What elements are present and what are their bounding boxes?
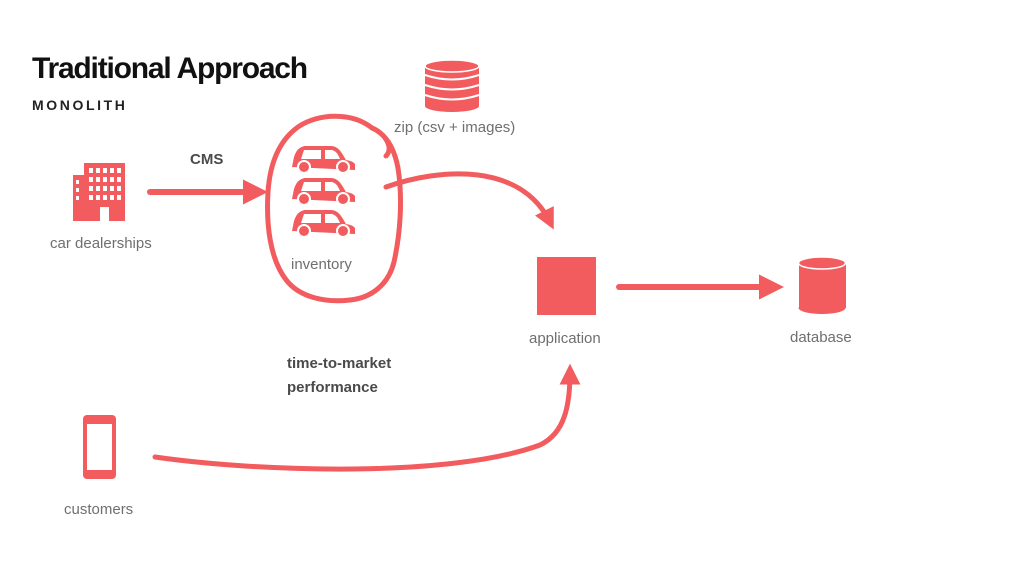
customers-to-application-arrow (152, 363, 581, 472)
smartphone-icon (83, 415, 116, 479)
cylinder-icon (797, 256, 847, 314)
customers-label: customers (64, 501, 134, 518)
stacked-disks-icon (424, 59, 480, 112)
zip-label: zip (csv + images) (394, 119, 516, 136)
database-label: database (790, 329, 852, 346)
time-to-market-label: time-to-market (287, 355, 392, 372)
car-icon (292, 146, 355, 174)
inventory-label: inventory (291, 256, 352, 273)
square-icon (537, 257, 596, 315)
building-icon (73, 163, 125, 221)
car-icon (292, 210, 355, 238)
car-dealerships-label: car dealerships (50, 235, 152, 252)
car-icon (292, 178, 355, 206)
performance-label: performance (287, 379, 378, 396)
slide-title: Traditional Approach (32, 52, 308, 85)
zip-to-application-arrow (383, 171, 554, 230)
slide-subtitle: MONOLITH (32, 97, 128, 113)
application-label: application (529, 330, 601, 347)
cms-label: CMS (190, 151, 224, 168)
inventory-circle (265, 113, 403, 304)
